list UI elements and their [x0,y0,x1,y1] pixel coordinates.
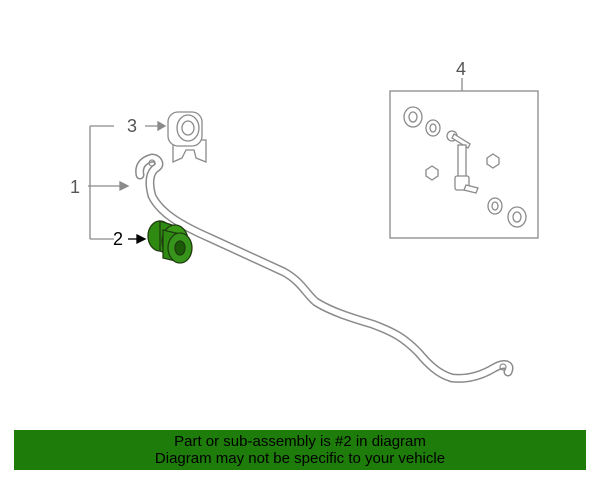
callout-number-4: 4 [456,59,467,79]
link-kit-part-4 [389,78,539,239]
banner-line-1: Part or sub-assembly is #2 in diagram [174,433,426,450]
callout-number-1: 1 [70,177,81,197]
callout-number-2: 2 [113,229,124,249]
banner-line-2: Diagram may not be specific to your vehi… [154,450,446,467]
stabilizer-bushing-part-2 [128,220,193,264]
info-banner: Part or sub-assembly is #2 in diagram Di… [14,430,586,470]
stabilizer-bracket-part-3 [145,111,207,164]
stabilizer-bar [135,153,514,383]
callout-1-bracket [88,125,130,240]
callout-number-3: 3 [127,116,138,136]
